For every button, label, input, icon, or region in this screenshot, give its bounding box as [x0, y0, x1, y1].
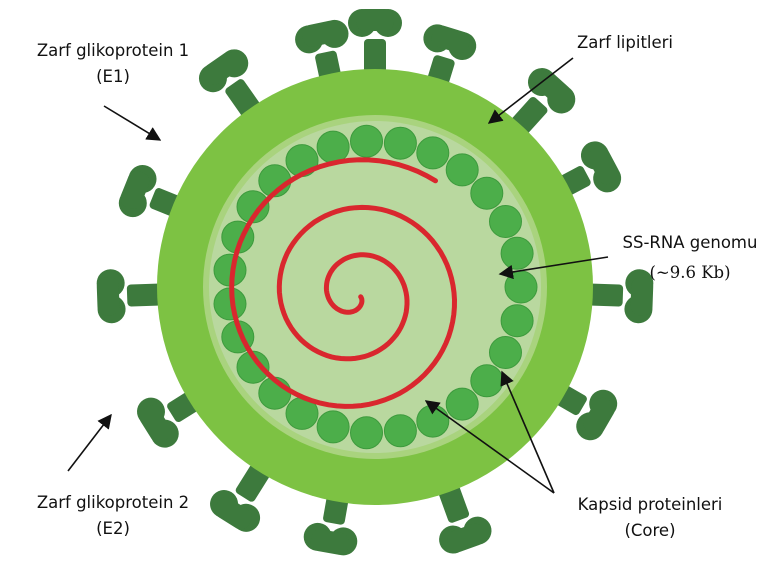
label-capsid: Kapsid proteinleri (Core) — [560, 492, 740, 544]
capsid-protein — [490, 337, 522, 369]
capsid-protein — [351, 125, 383, 157]
label-capsid-name: Kapsid proteinleri — [560, 492, 740, 518]
label-rna-name: SS-RNA genomu — [612, 230, 768, 256]
label-rna-size: (~9.6 Kb) — [612, 260, 768, 286]
capsid-protein — [317, 131, 349, 163]
label-lipids: Zarf lipitleri — [555, 30, 695, 56]
label-e1-name: Zarf glikoprotein 1 — [8, 38, 218, 64]
capsid-protein — [471, 365, 503, 397]
arrow-e1 — [104, 106, 160, 140]
capsid-protein — [384, 415, 416, 447]
capsid-protein — [317, 411, 349, 443]
label-e1: Zarf glikoprotein 1 (E1) — [8, 38, 218, 90]
label-capsid-core: (Core) — [560, 518, 740, 544]
label-e2-name: Zarf glikoprotein 2 — [8, 490, 218, 516]
label-rna: SS-RNA genomu (~9.6 Kb) — [612, 230, 768, 286]
capsid-protein — [505, 271, 537, 303]
capsid-protein — [417, 137, 449, 169]
label-e2: Zarf glikoprotein 2 (E2) — [8, 490, 218, 542]
capsid-protein — [446, 388, 478, 420]
glycoprotein-spike — [348, 9, 402, 73]
label-lipids-name: Zarf lipitleri — [555, 30, 695, 56]
capsid-protein — [501, 305, 533, 337]
arrow-e2 — [68, 415, 111, 471]
capsid-protein — [446, 154, 478, 186]
capsid-protein — [501, 237, 533, 269]
label-e2-code: (E2) — [8, 516, 218, 542]
glycoprotein-spike — [96, 267, 162, 323]
capsid-protein — [490, 206, 522, 238]
capsid-protein — [384, 127, 416, 159]
capsid-protein — [471, 177, 503, 209]
capsid-protein — [417, 405, 449, 437]
capsid-protein — [351, 417, 383, 449]
label-e1-code: (E1) — [8, 64, 218, 90]
